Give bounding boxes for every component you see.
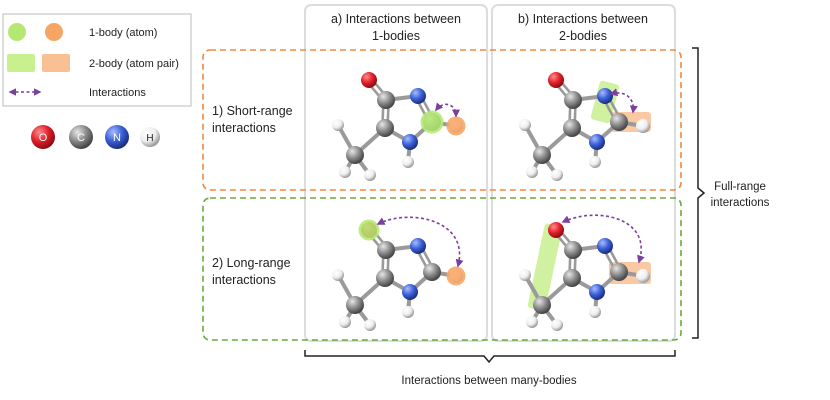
hydrogen-atom bbox=[332, 269, 344, 281]
hydrogen-atom bbox=[402, 156, 414, 168]
hydrogen-atom bbox=[339, 166, 351, 178]
hydrogen-atom bbox=[332, 119, 344, 131]
hydrogen-atom bbox=[364, 169, 376, 181]
hydrogen-atom bbox=[589, 306, 601, 318]
legend-one-body-label: 1-body (atom) bbox=[89, 27, 157, 39]
oxygen-atom bbox=[548, 72, 564, 88]
column-b-title-line2: 2-bodies bbox=[559, 29, 607, 43]
hydrogen-atom bbox=[636, 119, 650, 133]
hydrogen-atom bbox=[551, 319, 563, 331]
legend-2body-orange-swatch bbox=[42, 54, 70, 72]
nitrogen-symbol: N bbox=[113, 132, 121, 144]
hydrogen-atom-icon bbox=[140, 127, 160, 147]
short-range-row-frame bbox=[202, 49, 682, 191]
nitrogen-atom bbox=[410, 238, 426, 254]
full-range-brace bbox=[692, 47, 706, 339]
short-range-label-line1: 1) Short-range bbox=[212, 104, 293, 118]
oxygen-atom bbox=[361, 72, 377, 88]
column-a-frame bbox=[304, 4, 488, 342]
hydrogen-atom bbox=[589, 156, 601, 168]
carbon-atom bbox=[563, 269, 581, 287]
carbon-atom bbox=[346, 146, 364, 164]
carbon-atom bbox=[376, 269, 394, 287]
nitrogen-atom bbox=[402, 134, 418, 150]
nitrogen-atom bbox=[410, 88, 426, 104]
atom-highlight bbox=[446, 116, 466, 136]
long-range-row-frame bbox=[202, 197, 682, 341]
hydrogen-atom bbox=[339, 316, 351, 328]
interaction-arrow bbox=[609, 88, 638, 114]
nitrogen-atom-icon bbox=[105, 125, 129, 149]
carbon-atom bbox=[610, 113, 628, 131]
legend: 1-body (atom) 2-body (atom pair) Interac… bbox=[2, 13, 192, 107]
molecule-a1 bbox=[332, 72, 466, 181]
hydrogen-atom bbox=[636, 269, 650, 283]
carbon-atom bbox=[563, 119, 581, 137]
carbon-atom bbox=[564, 91, 582, 109]
column-a-title-line2: 1-bodies bbox=[372, 29, 420, 43]
hydrogen-atom bbox=[364, 319, 376, 331]
nitrogen-atom bbox=[597, 88, 613, 104]
legend-1body-green-swatch bbox=[8, 23, 26, 41]
column-b-title-line1: b) Interactions between bbox=[518, 12, 648, 26]
carbon-atom bbox=[423, 263, 441, 281]
legend-2body-green-swatch bbox=[7, 54, 35, 72]
hydrogen-atom bbox=[519, 269, 531, 281]
molecule-b1 bbox=[519, 72, 651, 181]
atom-highlight bbox=[420, 110, 444, 134]
carbon-atom bbox=[533, 296, 551, 314]
hydrogen-atom bbox=[519, 119, 531, 131]
oxygen-symbol: O bbox=[39, 132, 48, 144]
nitrogen-atom bbox=[589, 284, 605, 300]
carbon-atom bbox=[533, 146, 551, 164]
oxygen-atom-icon bbox=[31, 125, 55, 149]
column-a-title-line1: a) Interactions between bbox=[331, 12, 461, 26]
atom-pair-highlight bbox=[527, 223, 563, 311]
interaction-arrow bbox=[376, 216, 464, 268]
legend-1body-orange-swatch bbox=[45, 23, 63, 41]
carbon-atom bbox=[376, 119, 394, 137]
hydrogen-atom bbox=[526, 316, 538, 328]
atom-highlight bbox=[446, 266, 466, 286]
carbon-symbol: C bbox=[77, 132, 85, 144]
hydrogen-atom bbox=[526, 166, 538, 178]
interaction-arrow bbox=[561, 214, 645, 264]
carbon-atom bbox=[564, 241, 582, 259]
column-b-frame bbox=[491, 4, 676, 342]
carbon-atom bbox=[377, 91, 395, 109]
hydrogen-atom bbox=[551, 169, 563, 181]
hydrogen-atom bbox=[402, 306, 414, 318]
nitrogen-atom bbox=[597, 238, 613, 254]
short-range-label-line2: interactions bbox=[212, 121, 276, 135]
molecule-b2 bbox=[519, 214, 651, 331]
legend-interactions-label: Interactions bbox=[89, 87, 146, 99]
carbon-atom bbox=[610, 263, 628, 281]
carbon-atom bbox=[346, 296, 364, 314]
atom-highlight bbox=[358, 219, 380, 241]
carbon-atom-icon bbox=[69, 125, 93, 149]
many-bodies-brace bbox=[304, 350, 676, 364]
long-range-label-line1: 2) Long-range bbox=[212, 256, 291, 270]
carbon-atom bbox=[377, 241, 395, 259]
element-key: O C N H bbox=[31, 125, 160, 149]
molecule-a2 bbox=[332, 216, 466, 331]
interaction-arrow bbox=[434, 102, 460, 118]
many-bodies-label: Interactions between many-bodies bbox=[401, 375, 576, 387]
legend-two-body-label: 2-body (atom pair) bbox=[89, 58, 179, 70]
full-range-label-line1: Full-range bbox=[714, 181, 766, 193]
oxygen-atom bbox=[548, 222, 564, 238]
nitrogen-atom bbox=[589, 134, 605, 150]
full-range-label-line2: interactions bbox=[711, 197, 770, 209]
nitrogen-atom bbox=[402, 284, 418, 300]
hydrogen-symbol: H bbox=[146, 133, 153, 144]
long-range-label-line2: interactions bbox=[212, 273, 276, 287]
